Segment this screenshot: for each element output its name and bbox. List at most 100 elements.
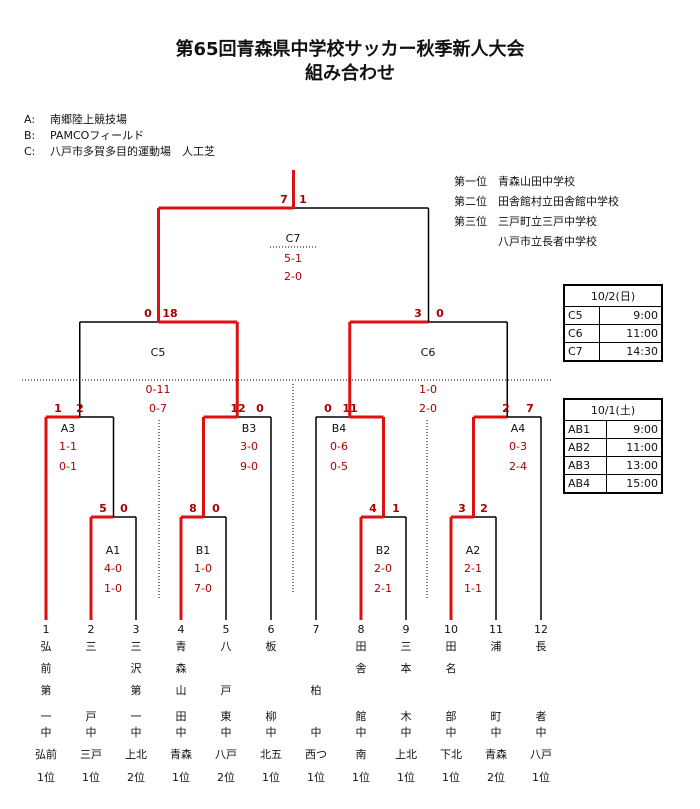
- team-name-char: 中: [536, 726, 547, 739]
- team-name-char: 中: [491, 726, 502, 739]
- team-name-char: 舎: [356, 662, 367, 675]
- team-rank: 1位: [352, 770, 370, 784]
- team-name-char: 一: [131, 710, 142, 723]
- match-label: A3: [61, 422, 76, 435]
- team-name-char: 森: [176, 661, 187, 675]
- team-rank: 1位: [37, 770, 55, 784]
- score-left: 5: [99, 502, 107, 515]
- score-left: 8: [189, 502, 197, 515]
- venue-list: A:南郷陸上競技場 B:PAMCOフィールド C:八戸市多賀多目的運動場 人工芝: [24, 112, 215, 160]
- title-block: 第65回青森県中学校サッカー秋季新人大会 組み合わせ: [0, 38, 700, 86]
- team-rank: 1位: [397, 770, 415, 784]
- team-rank: 1位: [442, 770, 460, 784]
- team-name-char: 中: [401, 726, 412, 739]
- match-score: 2-0: [284, 270, 302, 283]
- team-name-char: 館: [356, 709, 367, 723]
- team-number: 4: [178, 623, 185, 636]
- ranking-row: 第一位青森山田中学校: [454, 175, 575, 188]
- match-score: 0-11: [146, 383, 171, 396]
- match-score: 5-1: [284, 252, 302, 265]
- team-name-char: 山: [176, 684, 187, 697]
- score-right: 0: [436, 307, 444, 320]
- score-left: 1: [54, 402, 62, 415]
- team-name-char: 三: [86, 640, 97, 653]
- team-region: 青森: [170, 747, 192, 761]
- team-region: 八戸: [530, 748, 552, 761]
- score-right: 0: [120, 502, 128, 515]
- team-rank: 1位: [307, 770, 325, 784]
- team-number: 10: [444, 623, 458, 636]
- match-label: A1: [106, 544, 121, 557]
- team-name-char: 者: [536, 710, 547, 723]
- match-score: 9-0: [240, 460, 258, 473]
- team-rank: 1位: [532, 770, 550, 784]
- team-number: 7: [313, 623, 320, 636]
- score-right: 2: [76, 402, 84, 415]
- team-name-char: 中: [86, 726, 97, 739]
- team-number: 11: [489, 623, 503, 636]
- team-name-char: 柏: [311, 683, 322, 697]
- team-region: 上北: [125, 748, 147, 761]
- page-title: 第65回青森県中学校サッカー秋季新人大会: [175, 39, 525, 60]
- match-score: 0-5: [330, 460, 348, 473]
- team-number: 6: [268, 623, 275, 636]
- match-label: C6: [421, 346, 436, 359]
- score-right: 0: [212, 502, 220, 515]
- team-region: 下北: [440, 748, 462, 761]
- match-score: 2-4: [509, 460, 527, 473]
- team-name-char: 三: [401, 640, 412, 653]
- team-region: 三戸: [80, 748, 102, 761]
- team-name-char: 第: [131, 683, 142, 697]
- team-rank: 2位: [127, 770, 145, 784]
- team-name-char: 柳: [266, 709, 277, 723]
- team-name-char: 弘: [41, 640, 52, 653]
- team-region: 西つ: [305, 748, 327, 761]
- match-score: 0-7: [149, 402, 167, 415]
- match-label: A2: [466, 544, 481, 557]
- match-score: 7-0: [194, 582, 212, 595]
- score-left: 2: [502, 402, 510, 415]
- team-name-char: 三: [131, 640, 142, 653]
- team-name-char: 板: [266, 639, 277, 653]
- team-name-char: 中: [221, 726, 232, 739]
- score-left: 4: [369, 502, 377, 515]
- match-score: 1-1: [59, 440, 77, 453]
- team-number: 8: [358, 623, 365, 636]
- team-rank: 1位: [262, 770, 280, 784]
- venue-item: B:PAMCOフィールド: [24, 129, 145, 142]
- team-name-char: 青: [176, 640, 187, 653]
- team-name-char: 中: [176, 726, 187, 739]
- match-label: B2: [376, 544, 391, 557]
- match-score: 1-1: [464, 582, 482, 595]
- match-score: 1-0: [104, 582, 122, 595]
- match-score: 2-0: [419, 402, 437, 415]
- team-rank: 1位: [172, 770, 190, 784]
- match-score: 2-1: [464, 562, 482, 575]
- team-name-char: 戸: [86, 710, 97, 723]
- team-name-char: 沢: [131, 661, 142, 675]
- team-name-char: 中: [41, 726, 52, 739]
- score-right: 18: [162, 307, 177, 320]
- team-rank: 1位: [82, 770, 100, 784]
- team-name-char: 町: [491, 710, 502, 723]
- team-name-char: 中: [311, 726, 322, 739]
- score-left: 0: [324, 402, 332, 415]
- match-score: 0-3: [509, 440, 527, 453]
- team-region: 北五: [260, 748, 282, 761]
- final-ranking: 第一位青森山田中学校 第二位田舎館村立田舎館中学校 第三位三戸町立三戸中学校 八…: [454, 172, 619, 252]
- score-left: 3: [458, 502, 466, 515]
- score-left: 0: [144, 307, 152, 320]
- team-region: 上北: [395, 748, 417, 761]
- venue-item: C:八戸市多賀多目的運動場 人工芝: [24, 145, 215, 158]
- match-label: B1: [196, 544, 211, 557]
- match-label: B3: [242, 422, 257, 435]
- team-region: 弘前: [35, 747, 57, 761]
- team-name-char: 部: [446, 709, 457, 723]
- score-right: 7: [526, 402, 534, 415]
- team-name-char: 中: [446, 726, 457, 739]
- team-number: 12: [534, 623, 548, 636]
- team-name-char: 田: [176, 710, 187, 723]
